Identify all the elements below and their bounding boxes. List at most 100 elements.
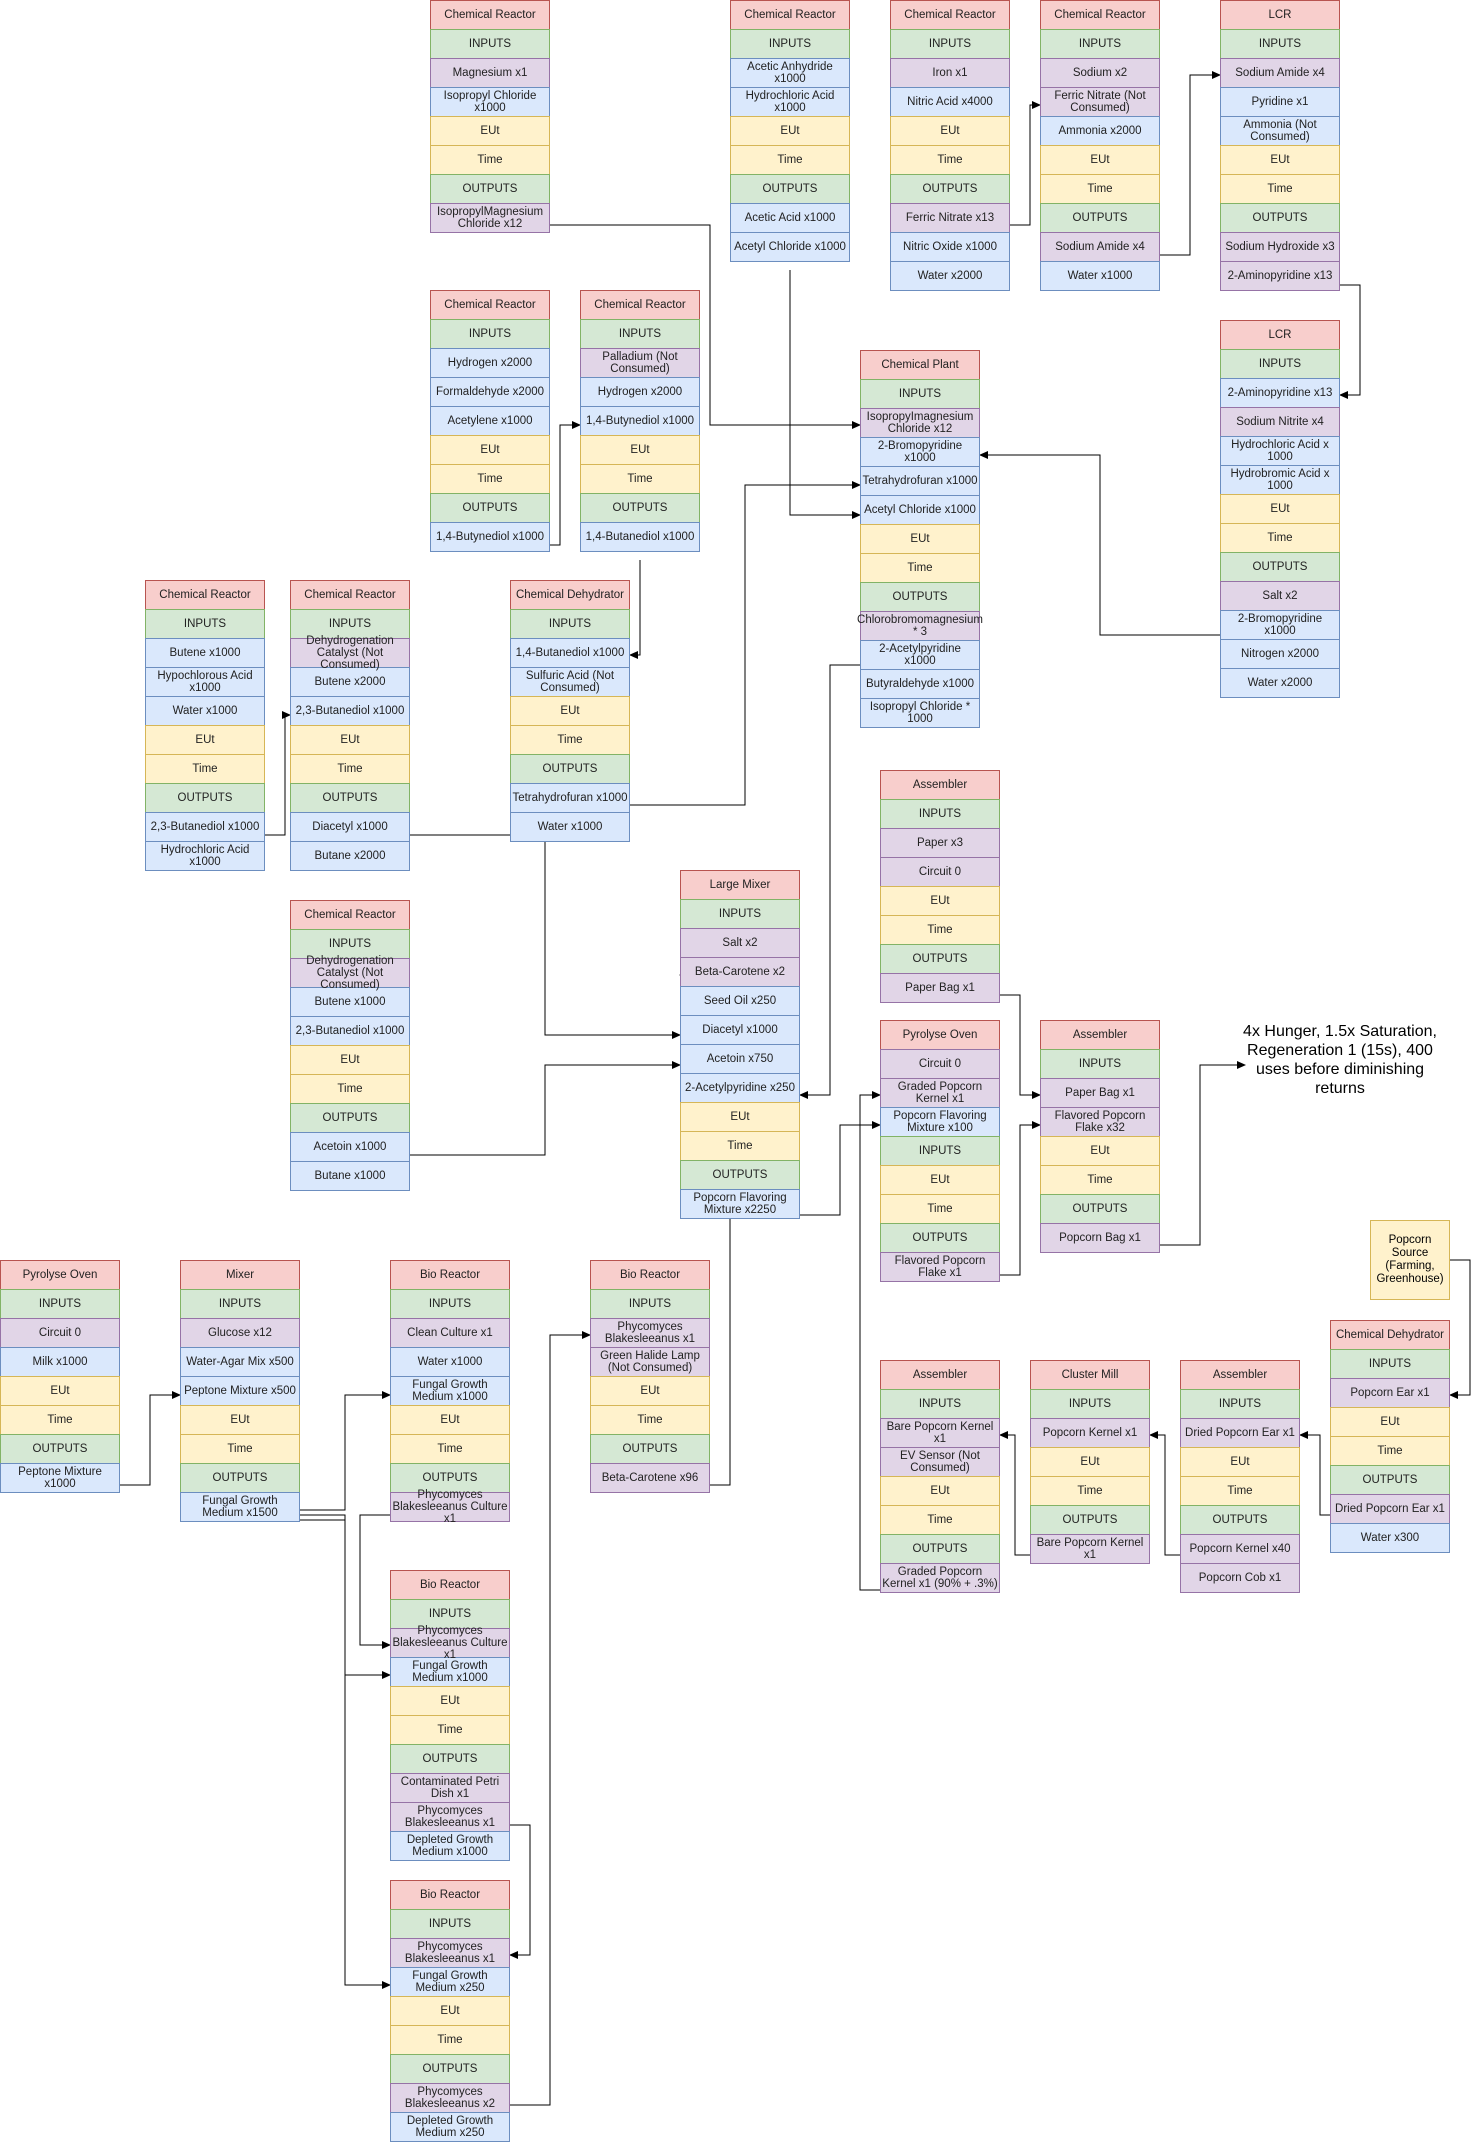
block-row: Butane x1000 [290, 1161, 410, 1191]
block-row: Flavored Popcorn Flake x1 [880, 1252, 1000, 1282]
block-row: 2-Bromopyridine x1000 [860, 437, 980, 467]
block-title: Chemical Reactor [145, 580, 265, 610]
block-row: Hydrogen x2000 [580, 377, 700, 407]
block-row: Bare Popcorn Kernel x1 [1030, 1534, 1150, 1564]
block-row: EUt [390, 1405, 510, 1435]
block-row: Paper x3 [880, 828, 1000, 858]
wire-butynediol [550, 421, 581, 546]
wire-bromopyridine [979, 451, 1220, 636]
block-row: Salt x2 [680, 928, 800, 958]
block-row: Time [880, 1194, 1000, 1224]
block-row: Time [1220, 523, 1340, 553]
block-row: 2-Bromopyridine x1000 [1220, 610, 1340, 640]
block-row: EUt [880, 1165, 1000, 1195]
block-row: 1,4-Butynediol x1000 [430, 522, 550, 552]
block-row: EUt [680, 1102, 800, 1132]
block-row: Time [390, 2025, 510, 2055]
block-row: OUTPUTS [1330, 1465, 1450, 1495]
block-row: Palladium (Not Consumed) [580, 348, 700, 378]
wire-diacetyl [410, 834, 681, 1039]
wire-kernel40 [1149, 1431, 1180, 1556]
block-title: Mixer [180, 1260, 300, 1290]
block-row: Time [390, 1434, 510, 1464]
block-row: OUTPUTS [1220, 552, 1340, 582]
block-row: Isopropyl Chloride * 1000 [860, 698, 980, 728]
block-title: Chemical Reactor [430, 290, 550, 320]
wire-culture [359, 1514, 391, 1649]
block-row: Sodium Nitrite x4 [1220, 407, 1340, 437]
block-title: Assembler [880, 770, 1000, 800]
block-row: OUTPUTS [580, 493, 700, 523]
block-row: Sodium Amide x4 [1220, 58, 1340, 88]
block-row: Water x2000 [1220, 668, 1340, 698]
wire-butanediol23 [265, 711, 291, 836]
block-row: Fungal Growth Medium x1000 [390, 1376, 510, 1406]
block-row: Time [145, 754, 265, 784]
block-title: Bio Reactor [390, 1570, 510, 1600]
block-row: INPUTS [880, 1389, 1000, 1419]
block-row: EUt [860, 524, 980, 554]
block-row: Glucose x12 [180, 1318, 300, 1348]
block-row: INPUTS [180, 1289, 300, 1319]
block-row: Time [730, 145, 850, 175]
block-row: Phycomyces Blakesleeanus x2 [390, 2083, 510, 2113]
block-row: 1,4-Butanediol x1000 [510, 638, 630, 668]
wire-flavoring [800, 1121, 881, 1216]
block-row: Salt x2 [1220, 581, 1340, 611]
block-row: Popcorn Flavoring Mixture x100 [880, 1107, 1000, 1137]
block-row: Graded Popcorn Kernel x1 (90% + .3%) [880, 1563, 1000, 1593]
block-row: Nitrogen x2000 [1220, 639, 1340, 669]
block-row: EUt [1220, 494, 1340, 524]
block-row: Bare Popcorn Kernel x1 [880, 1418, 1000, 1448]
block-row: Sulfuric Acid (Not Consumed) [510, 667, 630, 697]
block-row: Acetic Acid x1000 [730, 203, 850, 233]
block-row: OUTPUTS [1040, 1194, 1160, 1224]
wire-paperbag [1000, 994, 1041, 1099]
block-title: Chemical Reactor [890, 0, 1010, 30]
block-row: IsopropylMagnesium Chloride x12 [430, 203, 550, 233]
block-row: Pyridine x1 [1220, 87, 1340, 117]
block-row: Seed Oil x250 [680, 986, 800, 1016]
block-row: Dehydrogenation Catalyst (Not Consumed) [290, 955, 410, 991]
block-row: INPUTS [1040, 29, 1160, 59]
block-row: Sodium Amide x4 [1040, 232, 1160, 262]
block-row: EUt [880, 886, 1000, 916]
block-title: Pyrolyse Oven [880, 1020, 1000, 1050]
block-title: Chemical Dehydrator [1330, 1320, 1450, 1350]
block-row: Hydrogen x2000 [430, 348, 550, 378]
block-row: EUt [290, 1045, 410, 1075]
block-row: Phycomyces Blakesleeanus x1 [390, 1802, 510, 1832]
block-row: INPUTS [1330, 1349, 1450, 1379]
block-row: 1,4-Butanediol x1000 [580, 522, 700, 552]
block-row: Ammonia x2000 [1040, 116, 1160, 146]
block-row: Peptone Mixture x1000 [0, 1463, 120, 1493]
block-title: Chemical Plant [860, 350, 980, 380]
